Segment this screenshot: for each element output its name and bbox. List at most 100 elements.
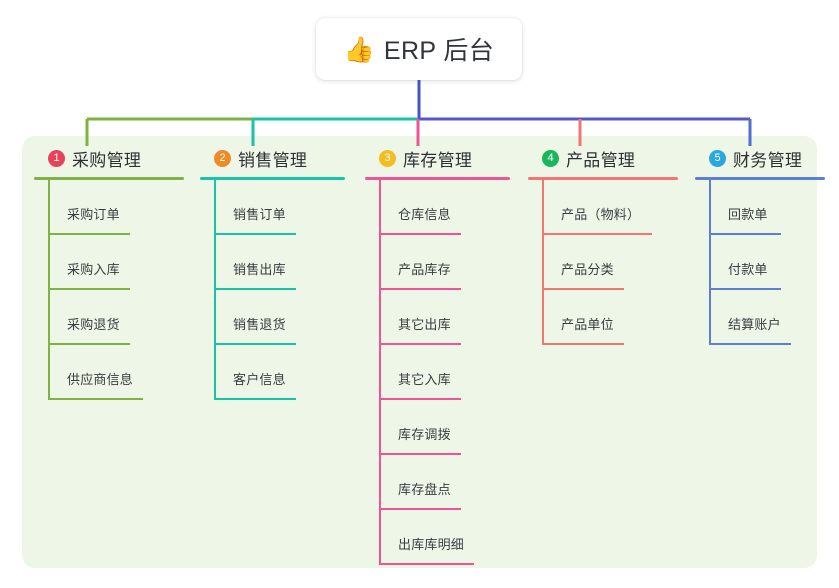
branch-item[interactable]: 采购退货 <box>34 290 184 345</box>
branch-item-label: 产品单位 <box>561 317 614 332</box>
root-title: ERP 后台 <box>383 37 495 65</box>
branch-item[interactable]: 采购入库 <box>34 235 184 290</box>
branch-item[interactable]: 产品库存 <box>365 235 510 290</box>
branch-title: 采购管理 <box>72 150 142 170</box>
branch-item-label: 采购入库 <box>67 262 120 277</box>
branch-rule <box>200 177 345 180</box>
branch-item-label: 销售出库 <box>233 262 286 277</box>
branch-item-underline <box>709 233 781 235</box>
branch-header-2[interactable]: 2 销售管理 <box>200 146 345 170</box>
branch-item[interactable]: 仓库信息 <box>365 180 510 235</box>
root-node[interactable]: 👍 ERP 后台 <box>316 18 522 80</box>
branch-item-underline <box>214 398 296 400</box>
branch-item-label: 出库库明细 <box>398 537 465 552</box>
branch-item-underline <box>214 288 296 290</box>
branch-item-underline <box>709 343 791 345</box>
branch-item-label: 销售退货 <box>233 317 286 332</box>
branch-items: 采购订单采购入库采购退货供应商信息 <box>34 180 184 400</box>
branch-items: 仓库信息产品库存其它出库其它入库库存调拨库存盘点出库库明细 <box>365 180 510 565</box>
branch-item-underline <box>379 233 461 235</box>
branch-item[interactable]: 供应商信息 <box>34 345 184 400</box>
branch-item-label: 客户信息 <box>233 372 286 387</box>
branch-item[interactable]: 其它入库 <box>365 345 510 400</box>
branch-item-underline <box>48 288 130 290</box>
branch-number-badge: 3 <box>379 149 396 167</box>
branch-item[interactable]: 结算账户 <box>695 290 825 345</box>
branch-title: 财务管理 <box>733 150 803 170</box>
branch-item-underline <box>542 233 652 235</box>
branch-item-underline <box>379 343 461 345</box>
branch-header-1[interactable]: 1 采购管理 <box>34 146 184 170</box>
branch-item-label: 付款单 <box>728 262 768 277</box>
branch-rule <box>695 177 825 180</box>
branch-item-label: 其它出库 <box>398 317 451 332</box>
branch-items: 回款单付款单结算账户 <box>695 180 825 345</box>
branch-spine <box>542 180 544 345</box>
branch-item[interactable]: 付款单 <box>695 235 825 290</box>
branch-column-1: 1 采购管理采购订单采购入库采购退货供应商信息 <box>34 146 184 400</box>
branches-panel <box>22 136 817 568</box>
branch-spine <box>709 180 711 345</box>
branch-item-underline <box>542 288 624 290</box>
branch-header-5[interactable]: 5 财务管理 <box>695 146 825 170</box>
branch-items: 产品（物料） 产品分类产品单位 <box>528 180 678 345</box>
branch-item[interactable]: 销售订单 <box>200 180 345 235</box>
branch-spine <box>379 180 381 565</box>
branch-item[interactable]: 销售退货 <box>200 290 345 345</box>
branch-item[interactable]: 采购订单 <box>34 180 184 235</box>
branch-item[interactable]: 回款单 <box>695 180 825 235</box>
branch-number-badge: 5 <box>709 149 726 167</box>
branch-header-3[interactable]: 3 库存管理 <box>365 146 510 170</box>
branch-item-underline <box>542 343 624 345</box>
branch-number-badge: 1 <box>48 149 65 167</box>
branch-column-3: 3 库存管理仓库信息产品库存其它出库其它入库库存调拨库存盘点出库库明细 <box>365 146 510 565</box>
branch-item-underline <box>379 563 474 565</box>
branch-title: 产品管理 <box>566 150 636 170</box>
branch-title: 销售管理 <box>238 150 308 170</box>
branch-title: 库存管理 <box>403 150 473 170</box>
branch-item[interactable]: 库存调拨 <box>365 400 510 455</box>
branch-item-underline <box>379 453 461 455</box>
branch-item[interactable]: 产品分类 <box>528 235 678 290</box>
branch-item-label: 产品分类 <box>561 262 614 277</box>
branch-item-underline <box>214 343 296 345</box>
branch-item-label: 库存调拨 <box>398 427 451 442</box>
branch-number-badge: 4 <box>542 149 559 167</box>
branch-item-label: 仓库信息 <box>398 207 451 222</box>
branch-item-label: 库存盘点 <box>398 482 451 497</box>
branch-item-label: 回款单 <box>728 207 768 222</box>
branch-item-underline <box>379 398 461 400</box>
branch-item-underline <box>709 288 781 290</box>
branch-column-4: 4 产品管理产品（物料） 产品分类产品单位 <box>528 146 678 345</box>
branch-item[interactable]: 销售出库 <box>200 235 345 290</box>
branch-item-underline <box>48 398 143 400</box>
branch-item[interactable]: 出库库明细 <box>365 510 510 565</box>
branch-item-label: 供应商信息 <box>67 372 134 387</box>
branch-item-label: 其它入库 <box>398 372 451 387</box>
branch-items: 销售订单销售出库销售退货客户信息 <box>200 180 345 400</box>
branch-rule <box>34 177 184 180</box>
branch-item[interactable]: 产品（物料） <box>528 180 678 235</box>
branch-item-label: 采购订单 <box>67 207 120 222</box>
branch-spine <box>48 180 50 400</box>
branch-rule <box>528 177 678 180</box>
branch-item-label: 采购退货 <box>67 317 120 332</box>
branch-item-label: 结算账户 <box>728 317 781 332</box>
branch-item[interactable]: 产品单位 <box>528 290 678 345</box>
branch-column-2: 2 销售管理销售订单销售出库销售退货客户信息 <box>200 146 345 400</box>
branch-item-label: 销售订单 <box>233 207 286 222</box>
branch-item[interactable]: 库存盘点 <box>365 455 510 510</box>
thumbs-up-icon: 👍 <box>343 35 375 64</box>
branch-item-label: 产品（物料） <box>561 207 641 222</box>
branch-header-4[interactable]: 4 产品管理 <box>528 146 678 170</box>
branch-item[interactable]: 客户信息 <box>200 345 345 400</box>
branch-item-underline <box>379 508 461 510</box>
branch-number-badge: 2 <box>214 149 231 167</box>
branch-item[interactable]: 其它出库 <box>365 290 510 345</box>
branch-spine <box>214 180 216 400</box>
branch-rule <box>365 177 510 180</box>
branch-item-underline <box>48 343 130 345</box>
branch-column-5: 5 财务管理回款单付款单结算账户 <box>695 146 825 345</box>
